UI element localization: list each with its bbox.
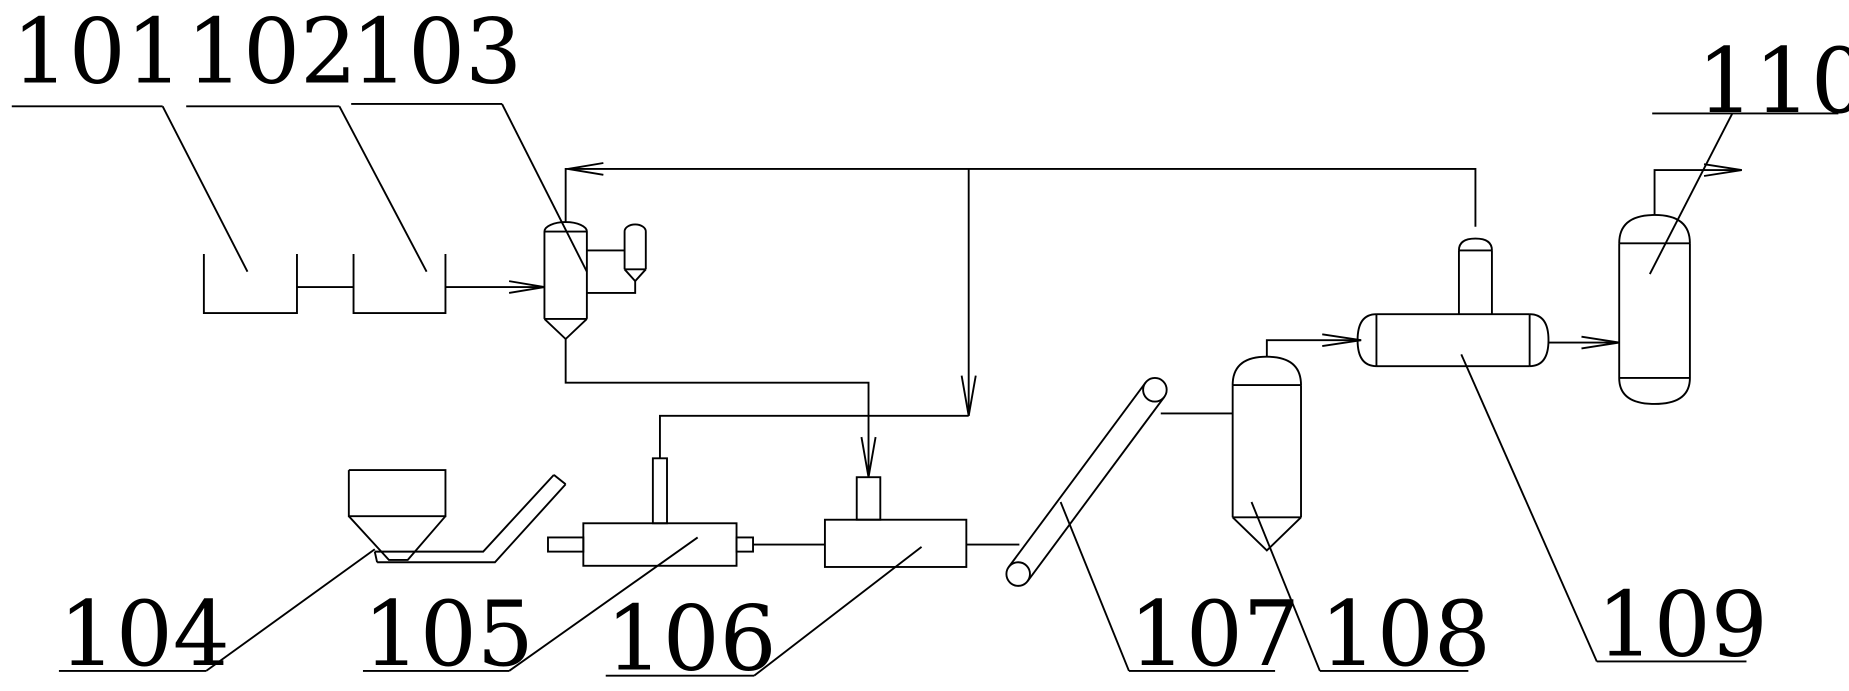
leader-101 (161, 105, 249, 273)
unit-106 (823, 476, 968, 568)
side-vessel-103 (586, 223, 647, 294)
arrow-recycle-left (567, 162, 604, 176)
label-109: 109 (1597, 573, 1768, 677)
vessel-110 (1618, 214, 1691, 405)
arrow-outlet-110 (1703, 163, 1742, 177)
label-101: 101 (12, 1, 183, 105)
label-103: 103 (351, 1, 522, 105)
arrow-into-109 (1322, 333, 1362, 348)
conveyor-107 (1005, 377, 1168, 587)
outlet-110 (1653, 169, 1742, 215)
vessel-108 (1231, 355, 1302, 552)
leader-102 (338, 105, 428, 273)
leader-108 (1250, 501, 1321, 672)
label-105: 105 (363, 583, 534, 687)
feed-conveyor-104 (373, 474, 567, 564)
drum-109 (1356, 237, 1550, 368)
leader-104 (205, 548, 376, 672)
leader-105 (508, 536, 699, 672)
label-underlines (11, 103, 1839, 677)
leader-lines (161, 103, 1734, 677)
pipe-108-109 (1265, 339, 1362, 357)
tank-101 (202, 253, 298, 314)
pipe-103-106 (564, 339, 870, 478)
reference-labels: 101 102 103 110 104 105 106 107 108 109 (12, 1, 1849, 691)
pipe-to-105 (658, 414, 969, 459)
label-104: 104 (59, 583, 230, 687)
label-106: 106 (606, 588, 777, 691)
recycle-line-top (564, 167, 1477, 227)
unit-105 (547, 457, 754, 567)
tank-102 (352, 253, 447, 314)
label-102: 102 (186, 1, 357, 105)
label-108: 108 (1320, 583, 1491, 687)
leader-107 (1059, 501, 1130, 672)
reactor-103 (543, 221, 588, 341)
leader-103 (501, 103, 588, 273)
leader-106 (753, 546, 923, 677)
leader-109 (1460, 353, 1598, 662)
label-107: 107 (1129, 583, 1300, 687)
leader-110 (1649, 112, 1734, 275)
hopper-104 (347, 469, 447, 561)
label-110: 110 (1697, 30, 1849, 134)
